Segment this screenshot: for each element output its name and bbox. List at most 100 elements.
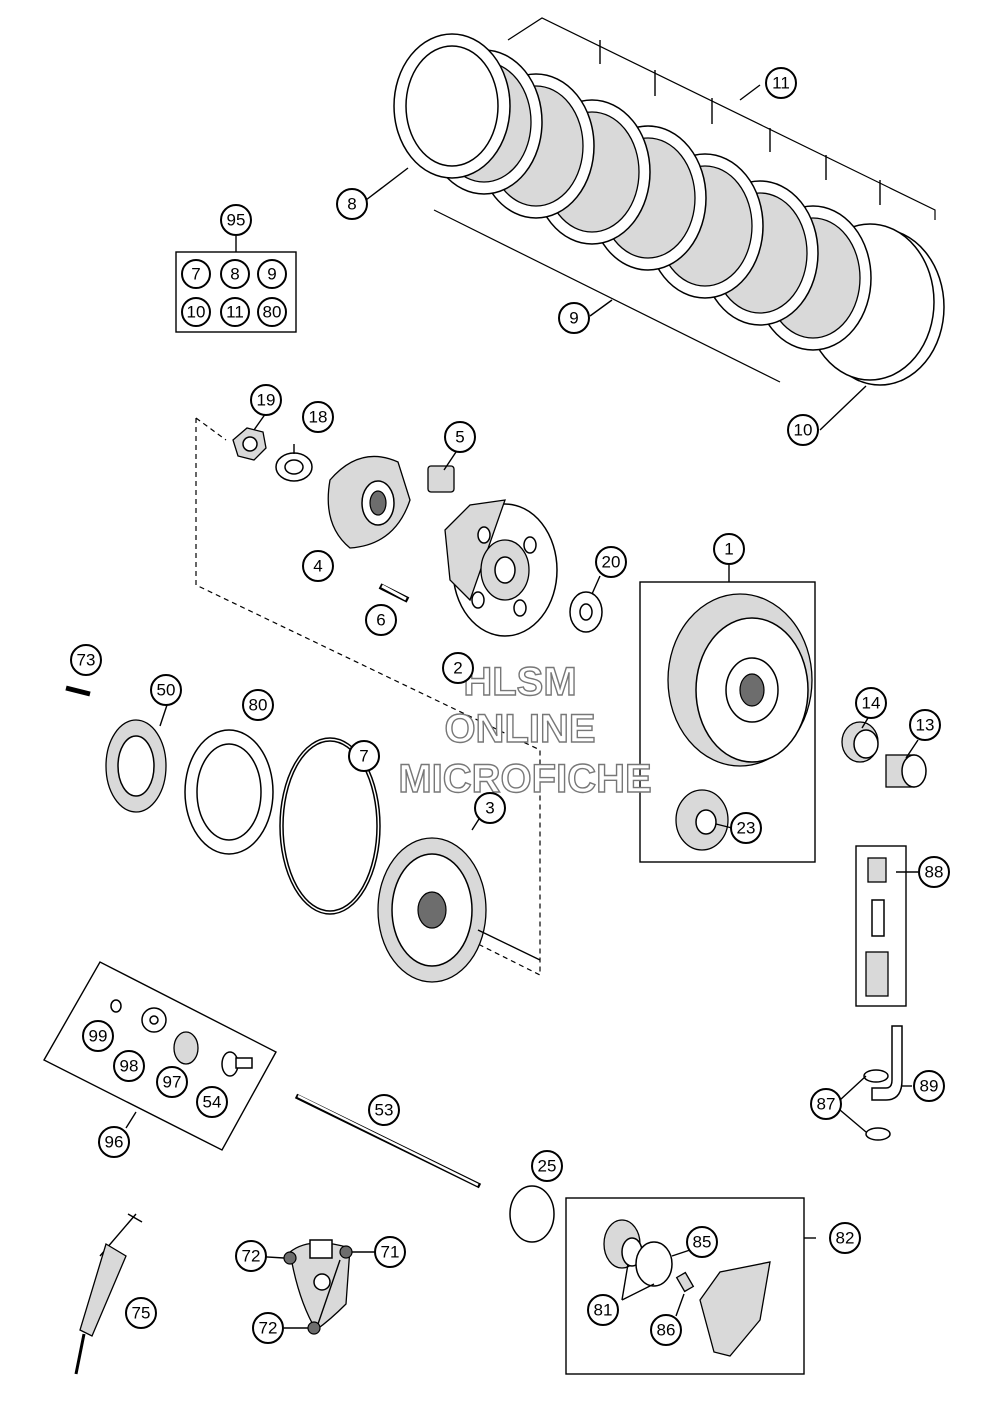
- watermark-line-3: MICROFICHE: [398, 757, 651, 801]
- callout-5[interactable]: 5: [444, 421, 476, 453]
- svg-text:99: 99: [89, 1027, 108, 1046]
- callout-kit-96-item[interactable]: 54: [196, 1086, 228, 1118]
- svg-text:20: 20: [602, 553, 621, 572]
- callout-kit-96-item[interactable]: 99: [82, 1020, 114, 1052]
- clutch-basket-box: [639, 565, 816, 863]
- callout-kit-95-item[interactable]: 7: [181, 259, 211, 289]
- svg-text:81: 81: [594, 1301, 613, 1320]
- kit-95-box: [175, 236, 297, 333]
- callout-9[interactable]: 9: [558, 302, 590, 334]
- svg-text:9: 9: [267, 265, 276, 284]
- pressure-plate-group: [65, 685, 487, 983]
- svg-text:73: 73: [77, 651, 96, 670]
- thrust-washer-20: [569, 591, 603, 633]
- watermark-line-2: ONLINE: [444, 707, 595, 751]
- callout-20[interactable]: 20: [595, 546, 627, 578]
- syringe-75: [74, 1213, 143, 1375]
- callout-87[interactable]: 87: [810, 1088, 842, 1120]
- callout-3[interactable]: 3: [474, 792, 506, 824]
- callout-18[interactable]: 18: [302, 401, 334, 433]
- svg-text:97: 97: [163, 1073, 182, 1092]
- callout-4[interactable]: 4: [302, 550, 334, 582]
- o-ring-25: [509, 1185, 555, 1243]
- callout-1[interactable]: 1: [713, 533, 745, 565]
- callout-kit-95[interactable]: 95: [220, 204, 252, 236]
- callout-82[interactable]: 82: [829, 1222, 861, 1254]
- svg-text:72: 72: [259, 1319, 278, 1338]
- callout-86[interactable]: 86: [650, 1314, 682, 1346]
- push-rod-53-highlight: [297, 1094, 479, 1187]
- svg-text:82: 82: [836, 1229, 855, 1248]
- svg-text:80: 80: [249, 696, 268, 715]
- svg-text:10: 10: [187, 303, 206, 322]
- clutch-plate-stack: [393, 17, 945, 386]
- callout-50[interactable]: 50: [150, 674, 182, 706]
- callout-kit-95-item[interactable]: 8: [220, 259, 250, 289]
- callout-6[interactable]: 6: [365, 604, 397, 636]
- svg-text:7: 7: [359, 747, 368, 766]
- banjo-fitting-group: [863, 1025, 903, 1141]
- callout-53[interactable]: 53: [368, 1094, 400, 1126]
- callout-72[interactable]: 72: [252, 1312, 284, 1344]
- callout-13[interactable]: 13: [909, 709, 941, 741]
- kit-96-box: [43, 961, 277, 1151]
- callout-14[interactable]: 14: [855, 687, 887, 719]
- svg-text:87: 87: [817, 1095, 836, 1114]
- callout-10[interactable]: 10: [787, 414, 819, 446]
- callout-kit-96-item[interactable]: 97: [156, 1066, 188, 1098]
- svg-text:88: 88: [925, 863, 944, 882]
- callout-80[interactable]: 80: [242, 689, 274, 721]
- callout-11[interactable]: 11: [765, 67, 797, 99]
- svg-text:1: 1: [724, 540, 733, 559]
- svg-text:50: 50: [157, 681, 176, 700]
- callout-7[interactable]: 7: [348, 740, 380, 772]
- svg-text:53: 53: [375, 1101, 394, 1120]
- svg-text:96: 96: [105, 1133, 124, 1152]
- callout-kit-95-item[interactable]: 9: [257, 259, 287, 289]
- svg-text:8: 8: [230, 265, 239, 284]
- svg-text:9: 9: [569, 309, 578, 328]
- callout-kit-96-item[interactable]: 98: [113, 1050, 145, 1082]
- svg-text:7: 7: [191, 265, 200, 284]
- svg-text:19: 19: [257, 391, 276, 410]
- callout-71[interactable]: 71: [374, 1236, 406, 1268]
- svg-text:18: 18: [309, 408, 328, 427]
- callout-88[interactable]: 88: [918, 856, 950, 888]
- callout-19[interactable]: 19: [250, 384, 282, 416]
- svg-text:10: 10: [794, 421, 813, 440]
- callout-kit-95-item[interactable]: 10: [181, 297, 211, 327]
- svg-text:4: 4: [313, 557, 322, 576]
- svg-text:85: 85: [693, 1233, 712, 1252]
- svg-text:3: 3: [485, 799, 494, 818]
- clutch-cover-71: [283, 1239, 353, 1335]
- svg-text:89: 89: [920, 1077, 939, 1096]
- assembly-dashed-frame: [195, 417, 541, 976]
- callout-kit-95-item[interactable]: 11: [220, 297, 250, 327]
- callout-72[interactable]: 72: [235, 1240, 267, 1272]
- callout-8[interactable]: 8: [336, 188, 368, 220]
- svg-text:72: 72: [242, 1247, 261, 1266]
- svg-text:14: 14: [862, 694, 881, 713]
- watermark: HLSM ONLINE MICROFICHE: [398, 659, 653, 801]
- svg-text:54: 54: [203, 1093, 222, 1112]
- callout-75[interactable]: 75: [125, 1297, 157, 1329]
- fitting-88-box: [855, 845, 907, 1007]
- svg-text:95: 95: [227, 211, 246, 230]
- slave-cylinder-82-box: [565, 1197, 816, 1375]
- callout-kit-96[interactable]: 96: [98, 1126, 130, 1158]
- svg-text:2: 2: [453, 659, 462, 678]
- svg-text:5: 5: [455, 428, 464, 447]
- svg-text:25: 25: [538, 1157, 557, 1176]
- callout-73[interactable]: 73: [70, 644, 102, 676]
- callout-kit-95-item[interactable]: 80: [257, 297, 287, 327]
- svg-text:71: 71: [381, 1243, 400, 1262]
- callout-23[interactable]: 23: [730, 812, 762, 844]
- callout-85[interactable]: 85: [686, 1226, 718, 1258]
- callout-2[interactable]: 2: [442, 652, 474, 684]
- callout-89[interactable]: 89: [913, 1070, 945, 1102]
- bushings: [841, 721, 927, 788]
- callout-81[interactable]: 81: [587, 1294, 619, 1326]
- svg-text:80: 80: [263, 303, 282, 322]
- callout-25[interactable]: 25: [531, 1150, 563, 1182]
